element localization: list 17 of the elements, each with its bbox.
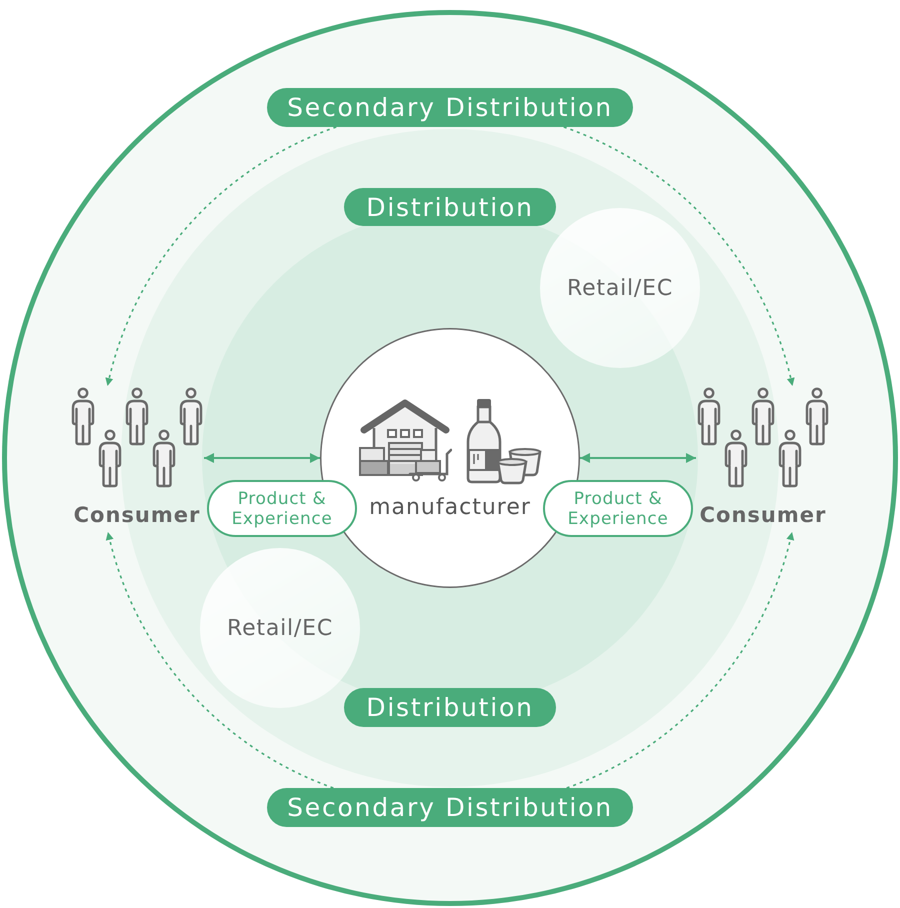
stage-tag: Distribution <box>344 688 556 727</box>
flow-tag: Product & Experience <box>207 480 357 537</box>
channel-bubble: Retail/EC <box>200 548 360 708</box>
flow-tag: Product & Experience <box>543 480 693 537</box>
hub-label: manufacturer <box>369 494 531 522</box>
stage-tag: Distribution <box>344 188 556 226</box>
double-arrow <box>204 453 320 463</box>
stage-tag: Secondary Distribution <box>267 788 633 827</box>
stage-tag: Secondary Distribution <box>267 88 633 127</box>
dashed-arrow <box>566 532 794 789</box>
double-arrow <box>580 453 696 463</box>
group-label: Consumer <box>74 502 200 528</box>
dashed-arrow <box>105 126 337 386</box>
dashed-arrow <box>563 126 795 386</box>
group-label: Consumer <box>700 502 826 528</box>
channel-bubble: Retail/EC <box>540 208 700 368</box>
dashed-arrow <box>106 532 334 789</box>
